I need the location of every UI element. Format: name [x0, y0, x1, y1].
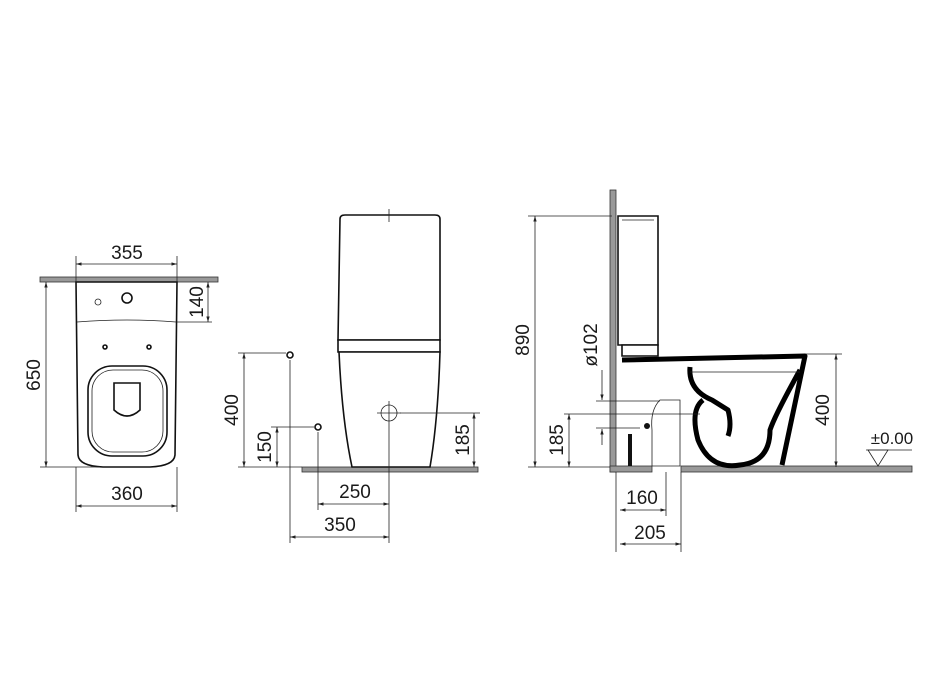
top-view: 355 140 650 360: [24, 243, 219, 512]
dim-150: 150: [255, 431, 276, 463]
front-view: 400 150 185 250 350: [222, 209, 480, 543]
dim-diameter-102: ø102: [581, 323, 602, 366]
water-inlet-point: [286, 351, 294, 359]
dim-400-front: 400: [222, 394, 243, 426]
seat-hinge-right: [146, 344, 152, 350]
cistern-base: [621, 344, 659, 357]
outlet-pipe: [651, 399, 681, 467]
side-view: 890 ø102 185 400 ±0.00 160 205: [513, 189, 913, 552]
dim-185-side: 185: [547, 424, 568, 456]
floor-section-right: [680, 465, 913, 473]
dim-185-front: 185: [453, 424, 474, 456]
dim-250: 250: [339, 482, 371, 503]
cistern-side: [617, 215, 659, 346]
dim-350: 350: [324, 515, 356, 536]
dim-400-side: 400: [813, 394, 834, 426]
flush-button-icon: [121, 292, 133, 304]
valve-icon: [628, 434, 632, 466]
floor-section-left: [609, 465, 653, 473]
cistern-front: [337, 214, 441, 341]
wall-section-side: [609, 189, 617, 473]
dim-160: 160: [626, 488, 658, 509]
seat-inner: [91, 369, 164, 453]
outlet-point: [644, 423, 650, 429]
dim-140: 140: [187, 286, 208, 318]
seat-lid-front: [337, 339, 441, 353]
dim-360: 360: [111, 484, 143, 505]
inlet-marker-icon: [94, 298, 102, 306]
dim-650: 650: [24, 359, 45, 391]
dim-205: 205: [634, 523, 666, 544]
level-triangle-icon: [867, 449, 889, 467]
seat-hinge-left: [102, 344, 108, 350]
bowl-opening: [113, 382, 141, 417]
floor-level-label: ±0.00: [871, 429, 913, 448]
dim-890: 890: [513, 324, 534, 356]
bowl-trapway-section: [621, 353, 808, 469]
dim-355: 355: [111, 243, 143, 264]
water-inlet-point-low: [314, 423, 322, 431]
tank-edge: [76, 319, 177, 323]
bowl-front: [338, 351, 441, 468]
